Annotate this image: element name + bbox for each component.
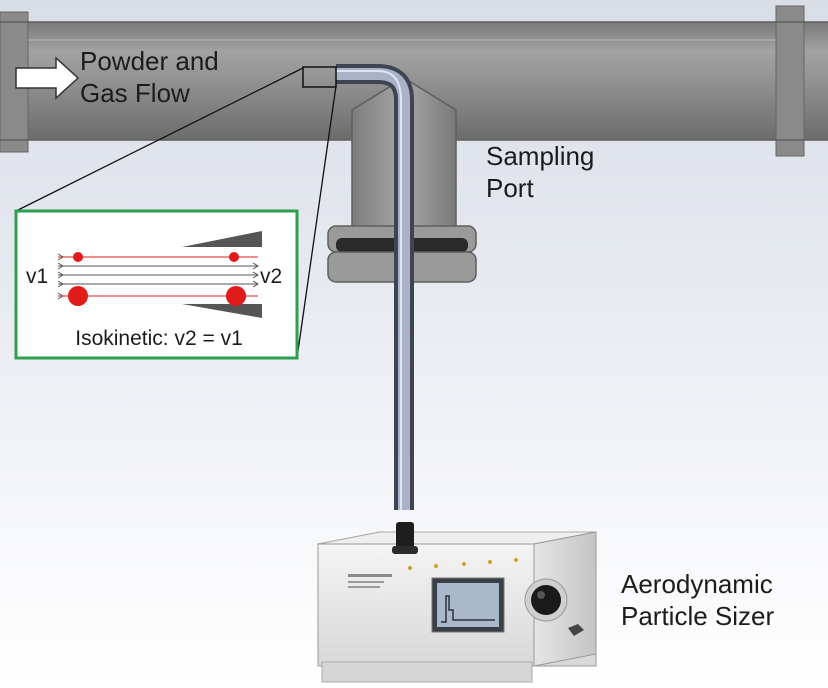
zoom-lines bbox=[15, 67, 337, 359]
particles bbox=[68, 252, 246, 306]
instrument-label-line2: Particle Sizer bbox=[621, 600, 775, 631]
port-label-line1: Sampling bbox=[486, 141, 595, 171]
instrument-label-line1: Aerodynamic bbox=[621, 569, 773, 599]
streamlines bbox=[58, 256, 258, 297]
right-arrow-icon bbox=[15, 56, 80, 100]
inset-caption: Isokinetic: v2 = v1 bbox=[75, 327, 243, 350]
flow-label-line2: Gas Flow bbox=[80, 77, 190, 108]
instrument bbox=[317, 522, 597, 683]
isokinetic-inset bbox=[14, 209, 299, 360]
stream-arrows bbox=[57, 253, 259, 300]
inset-v1-label: v1 bbox=[26, 265, 49, 288]
port-label: Sampling Port bbox=[486, 141, 646, 204]
inset-v2-label: v2 bbox=[260, 265, 283, 288]
flow-label: Powder and Gas Flow bbox=[80, 46, 280, 109]
sampling-probe bbox=[302, 64, 414, 510]
port-label-line2: Port bbox=[486, 172, 534, 203]
flow-label-line1: Powder and bbox=[80, 46, 219, 76]
instrument-label: Aerodynamic Particle Sizer bbox=[621, 569, 821, 632]
